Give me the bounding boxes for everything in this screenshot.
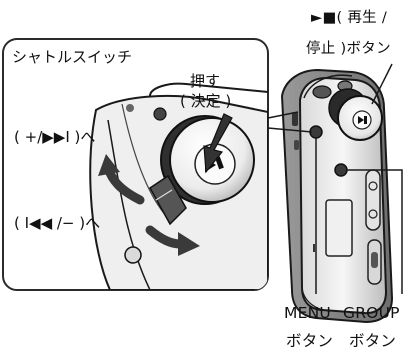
- group-label-line1: GROUP: [343, 304, 400, 322]
- press-arrow: [203, 113, 233, 174]
- press-label-line1: 押す: [190, 72, 221, 90]
- play-stop-label-line2: 停止 )ボタン: [306, 41, 391, 57]
- group-label-line2: ボタン: [349, 332, 397, 350]
- shuttle-switch-callout: [2, 38, 269, 291]
- forward-label: ( +/▶▶I )へ: [14, 128, 96, 146]
- back-label: ( I◀◀ /− )へ: [14, 214, 101, 232]
- rotate-back-arrow: [145, 225, 185, 249]
- leader-lines: [267, 63, 403, 294]
- menu-label-line1: MENU: [284, 304, 331, 322]
- press-label-line2: ( 決定 ): [180, 92, 232, 110]
- group-button-graphic: [334, 163, 348, 177]
- player-device: [280, 68, 394, 324]
- play-stop-label-line1: ►■( 再生 /: [311, 10, 388, 26]
- callout-title: シャトルスイッチ: [12, 48, 133, 66]
- menu-label-line2: ボタン: [286, 332, 334, 350]
